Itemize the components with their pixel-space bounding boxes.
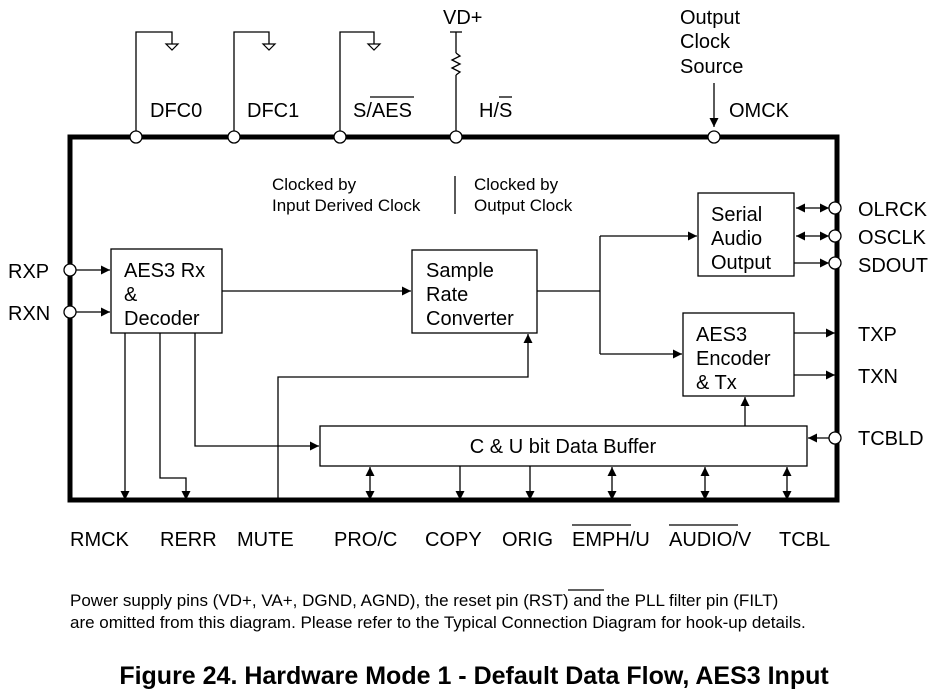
svg-text:Audio: Audio <box>711 228 762 250</box>
src-output-split <box>537 231 697 359</box>
tcbld-pin <box>828 431 842 445</box>
svg-text:Rate: Rate <box>426 284 468 306</box>
s-aes-pin <box>333 130 347 144</box>
sample-rate-converter-block <box>411 249 538 334</box>
cu-bit-data-buffer-label: C & U bit Data Buffer <box>470 436 657 458</box>
orig-label: ORIG <box>502 529 553 551</box>
tcbl-label: TCBL <box>779 529 830 551</box>
aes3-rx-decoder-label: AES3 Rx & Decoder <box>124 260 205 330</box>
svg-text:Clocked by: Clocked by <box>474 175 559 194</box>
cu-bit-data-buffer-block <box>319 425 808 467</box>
pro-c-label: PRO/C <box>334 529 397 551</box>
mute-label: MUTE <box>237 529 294 551</box>
osclk-label: OSCLK <box>858 227 926 249</box>
svg-text:Encoder: Encoder <box>696 348 771 370</box>
txn-label: TXN <box>858 366 898 388</box>
svg-text:Output: Output <box>680 7 740 29</box>
s-aes-label: S/AES <box>353 100 412 122</box>
svg-text:Source: Source <box>680 56 743 78</box>
vd-plus-label: VD+ <box>443 7 482 29</box>
h-s-pullup-resistor <box>450 31 462 131</box>
output-clock-source-label: Output Clock Source <box>680 7 743 78</box>
svg-text:Output: Output <box>711 252 771 274</box>
h-s-pin <box>449 130 463 144</box>
svg-text:Converter: Converter <box>426 308 514 330</box>
h-s-label: H/S <box>479 100 512 122</box>
s-aes-pin-wiring <box>339 31 382 131</box>
olrck-pin <box>828 201 842 215</box>
audio-v-label: AUDIO/V <box>669 529 752 551</box>
rerr-label: RERR <box>160 529 217 551</box>
svg-text:AES3: AES3 <box>696 324 747 346</box>
aes3-rx-decoder-block <box>110 248 223 334</box>
sample-rate-converter-label: Sample Rate Converter <box>426 260 514 330</box>
rxn-pin <box>63 305 77 319</box>
emph-u-label: EMPH/U <box>572 529 650 551</box>
olrck-label: OLRCK <box>858 199 928 221</box>
tcbld-label: TCBLD <box>858 428 924 450</box>
dfc0-pin-wiring <box>135 31 180 131</box>
svg-text:Clocked by: Clocked by <box>272 175 357 194</box>
svg-text:Serial: Serial <box>711 204 762 226</box>
serial-audio-output-block <box>697 192 795 277</box>
svg-text:Sample: Sample <box>426 260 494 282</box>
figure-caption: Figure 24. Hardware Mode 1 - Default Dat… <box>119 662 829 690</box>
txp-label: TXP <box>858 324 897 346</box>
serial-audio-output-label: Serial Audio Output <box>711 204 771 274</box>
svg-text:Decoder: Decoder <box>124 308 200 330</box>
svg-text:Output Clock: Output Clock <box>474 196 573 215</box>
rmck-label: RMCK <box>70 529 130 551</box>
svg-text:Clock: Clock <box>680 31 731 53</box>
rx-to-buffer-arrow <box>194 333 319 451</box>
aes3-encoder-block <box>682 312 795 397</box>
aes3-encoder-label: AES3 Encoder & Tx <box>696 324 771 394</box>
dfc0-label: DFC0 <box>150 100 202 122</box>
sdout-label: SDOUT <box>858 255 928 277</box>
svg-text:Input Derived Clock: Input Derived Clock <box>272 196 421 215</box>
input-clock-domain-note: Clocked by Input Derived Clock <box>272 175 421 215</box>
dfc1-label: DFC1 <box>247 100 299 122</box>
svg-text:&: & <box>124 284 138 306</box>
osclk-pin <box>828 229 842 243</box>
rxn-label: RXN <box>8 303 50 325</box>
omck-pin <box>707 130 721 144</box>
copy-label: COPY <box>425 529 482 551</box>
svg-text:& Tx: & Tx <box>696 372 737 394</box>
rerr-arrow <box>159 333 191 500</box>
rxp-pin <box>63 263 77 277</box>
rxp-label: RXP <box>8 261 49 283</box>
omck-label: OMCK <box>729 100 790 122</box>
dfc1-pin-wiring <box>233 31 277 131</box>
svg-text:AES3 Rx: AES3 Rx <box>124 260 205 282</box>
mute-to-src-arrow <box>277 334 533 500</box>
dfc0-pin <box>129 130 143 144</box>
sdout-pin <box>828 256 842 270</box>
footnote-line1: Power supply pins (VD+, VA+, DGND, AGND)… <box>70 591 778 610</box>
dfc1-pin <box>227 130 241 144</box>
output-clock-domain-note: Clocked by Output Clock <box>474 175 573 215</box>
footnote-line2: are omitted from this diagram. Please re… <box>70 613 806 632</box>
